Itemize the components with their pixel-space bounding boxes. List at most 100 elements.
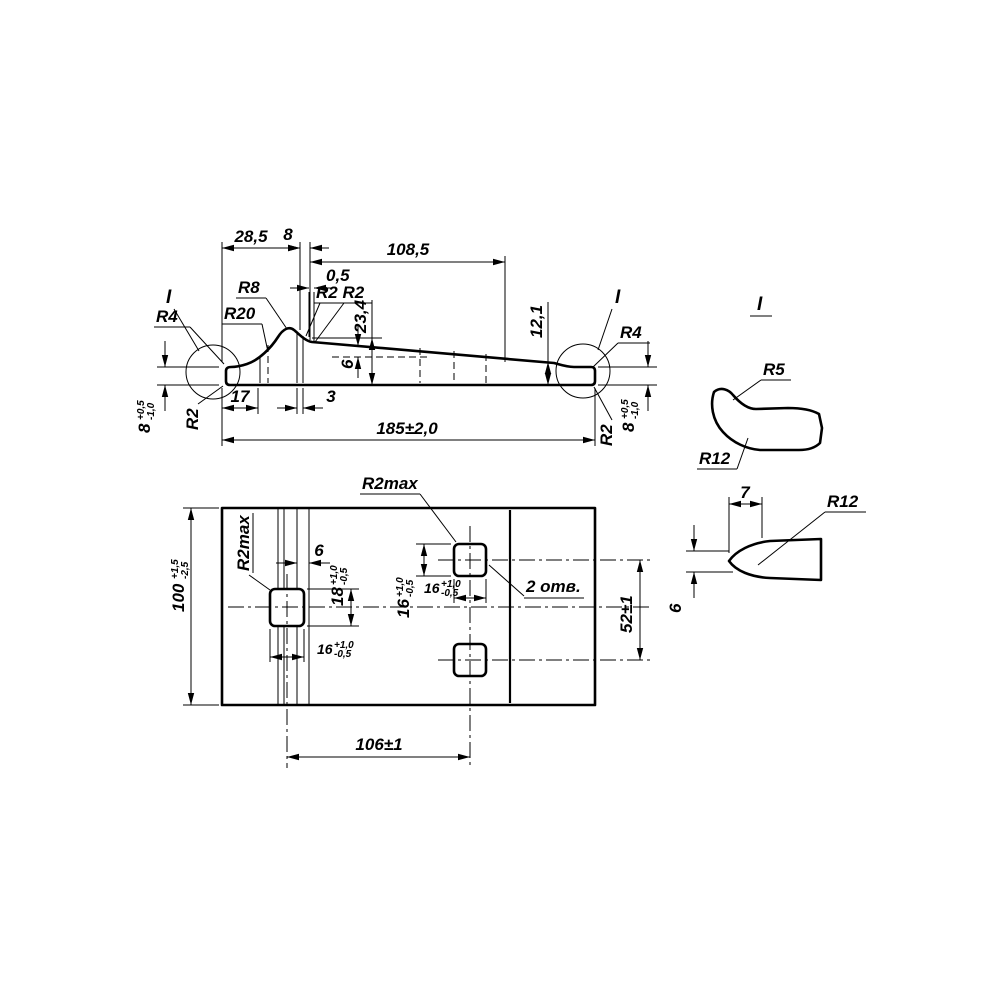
r4-right-text: R4 <box>620 323 642 342</box>
dim-8-top-text: 8 <box>283 225 293 244</box>
r2max-top-text: R2max <box>362 474 419 493</box>
dim-16h-top-value: 16 <box>424 580 440 596</box>
label-r2max-top: R2max <box>360 474 457 543</box>
dim-185: 185±2,0 <box>222 388 596 446</box>
r2-pair-text: R2 R2 <box>316 283 365 302</box>
dim-8-top: 8 <box>281 225 329 340</box>
radius-label-r2-bottom-right: R2 <box>593 386 616 446</box>
center-lines <box>228 526 650 768</box>
dim-16v-value: 16 <box>394 599 413 618</box>
dim-106: 106±1 <box>287 735 470 761</box>
dim-52: 52±1 <box>617 560 644 660</box>
edge-and-hidden-lines <box>259 333 487 383</box>
left-square-hole <box>268 587 306 628</box>
dim-18-value: 18 <box>328 587 347 606</box>
end-height-left-tol-minus: -1,0 <box>146 402 157 420</box>
dim-6-plan: 6 <box>276 541 330 567</box>
section-circle-right: I <box>555 287 621 399</box>
dim-16h-top-tol-minus: -0,5 <box>441 588 459 599</box>
label-r12-detail-i: R12 <box>697 437 749 470</box>
dim-6-plan-text: 6 <box>314 541 324 560</box>
dim-16h-left-tol-plus: +1,0 <box>334 640 354 651</box>
dim-0-5: 0,5 <box>290 266 350 342</box>
dim-16v-tol-plus: +1,0 <box>395 577 406 597</box>
dim-18-tol-minus: -0,5 <box>339 567 350 585</box>
dim-6-side-text: 6 <box>338 359 357 369</box>
holes-note: 2 отв. <box>488 564 584 599</box>
r12-detail-end-text: R12 <box>827 492 859 511</box>
end-height-left-value: 8 <box>135 423 154 433</box>
dim-16h-left-tol-minus: -0,5 <box>334 649 352 660</box>
dim-185-text: 185±2,0 <box>376 419 438 438</box>
r2max-side-text: R2max <box>234 514 253 571</box>
right-square-hole-bottom <box>452 642 488 678</box>
radius-label-r4-right: R4 <box>592 323 650 368</box>
dim-12-1-text: 12,1 <box>527 305 546 338</box>
section-mark-left-label: I <box>166 287 172 308</box>
right-square-hole-top <box>452 542 488 578</box>
detail-view-i: I R5 R12 <box>697 294 824 470</box>
r2-bottom-right-text: R2 <box>597 424 616 446</box>
radius-label-r8: R8 <box>236 278 288 330</box>
dim-106-text: 106±1 <box>355 735 402 754</box>
plan-view: R2max R2max 100 +1,5 -2,5 6 <box>169 474 650 768</box>
dim-6-detail-end: 6 <box>666 525 733 613</box>
end-height-right-tol-minus: -1,0 <box>630 401 641 419</box>
dim-100-tol-minus: -2,5 <box>180 561 191 579</box>
dim-100-value: 100 <box>169 583 188 612</box>
dim-7: 7 <box>728 483 763 553</box>
label-r5: R5 <box>732 360 791 401</box>
dim-16-hole-width-right: 16 +1,0 -0,5 <box>424 579 487 603</box>
dim-23-4-text: 23,4 <box>351 299 370 334</box>
dim-28-5-text: 28,5 <box>233 227 268 246</box>
plan-outline <box>220 506 597 707</box>
r12-detail-i-text: R12 <box>699 449 731 468</box>
dim-18-tol-plus: +1,0 <box>329 565 340 585</box>
detail-end-section: 7 R12 6 <box>666 483 866 613</box>
dim-23-4: 23,4 <box>351 299 376 385</box>
detail-end-shape <box>727 537 823 582</box>
detail-i-shape <box>710 387 824 452</box>
r8-text: R8 <box>238 278 260 297</box>
dim-108-5: 108,5 <box>310 240 506 362</box>
dim-0-5-text: 0,5 <box>326 266 350 285</box>
r2-bottom-left-text: R2 <box>183 408 202 430</box>
dim-100-tol-plus: +1,5 <box>170 559 181 579</box>
radius-label-r2-bottom-left: R2 <box>183 385 224 430</box>
dim-16-hole-height-right: 16 +1,0 -0,5 <box>394 543 451 618</box>
dim-end-height-right: 8 +0,5 -1,0 <box>598 341 657 432</box>
detail-i-label: I <box>757 294 763 315</box>
dim-108-5-text: 108,5 <box>387 240 430 259</box>
radius-label-r20: R20 <box>222 304 269 353</box>
dim-6-detail-end-text: 6 <box>666 603 685 613</box>
holes-note-text: 2 отв. <box>525 577 581 596</box>
dim-100: 100 +1,5 -2,5 <box>169 507 219 706</box>
r5-text: R5 <box>763 360 785 379</box>
end-height-right-tol-plus: +0,5 <box>620 399 631 419</box>
radius-label-r4-left: R4 <box>154 307 225 365</box>
dim-17: 17 <box>221 387 259 446</box>
dim-16-hole-width-left: 16 +1,0 -0,5 <box>269 629 354 662</box>
side-view: I I R4 R8 R20 R2 R2 R4 <box>135 225 657 446</box>
dim-16v-tol-minus: -0,5 <box>405 579 416 597</box>
dim-3-text: 3 <box>326 387 336 406</box>
label-r2max-side: R2max <box>234 513 271 591</box>
dim-3: 3 <box>277 387 336 414</box>
dim-end-height-left: 8 +0,5 -1,0 <box>135 341 219 433</box>
dim-18-hole-height: 18 +1,0 -0,5 <box>307 565 359 627</box>
end-height-right-value: 8 <box>619 422 638 432</box>
dim-12-1: 12,1 <box>527 302 552 385</box>
dim-6-side: 6 <box>338 325 362 378</box>
label-r12-detail-end: R12 <box>757 492 866 566</box>
r4-left-text: R4 <box>156 307 178 326</box>
section-circle-left: I <box>166 287 241 400</box>
dim-52-text: 52±1 <box>617 595 636 633</box>
dim-16h-left-value: 16 <box>317 641 333 657</box>
dim-17-text: 17 <box>231 387 251 406</box>
dim-7-text: 7 <box>740 483 751 502</box>
part-profile <box>224 326 597 387</box>
r20-text: R20 <box>224 304 256 323</box>
